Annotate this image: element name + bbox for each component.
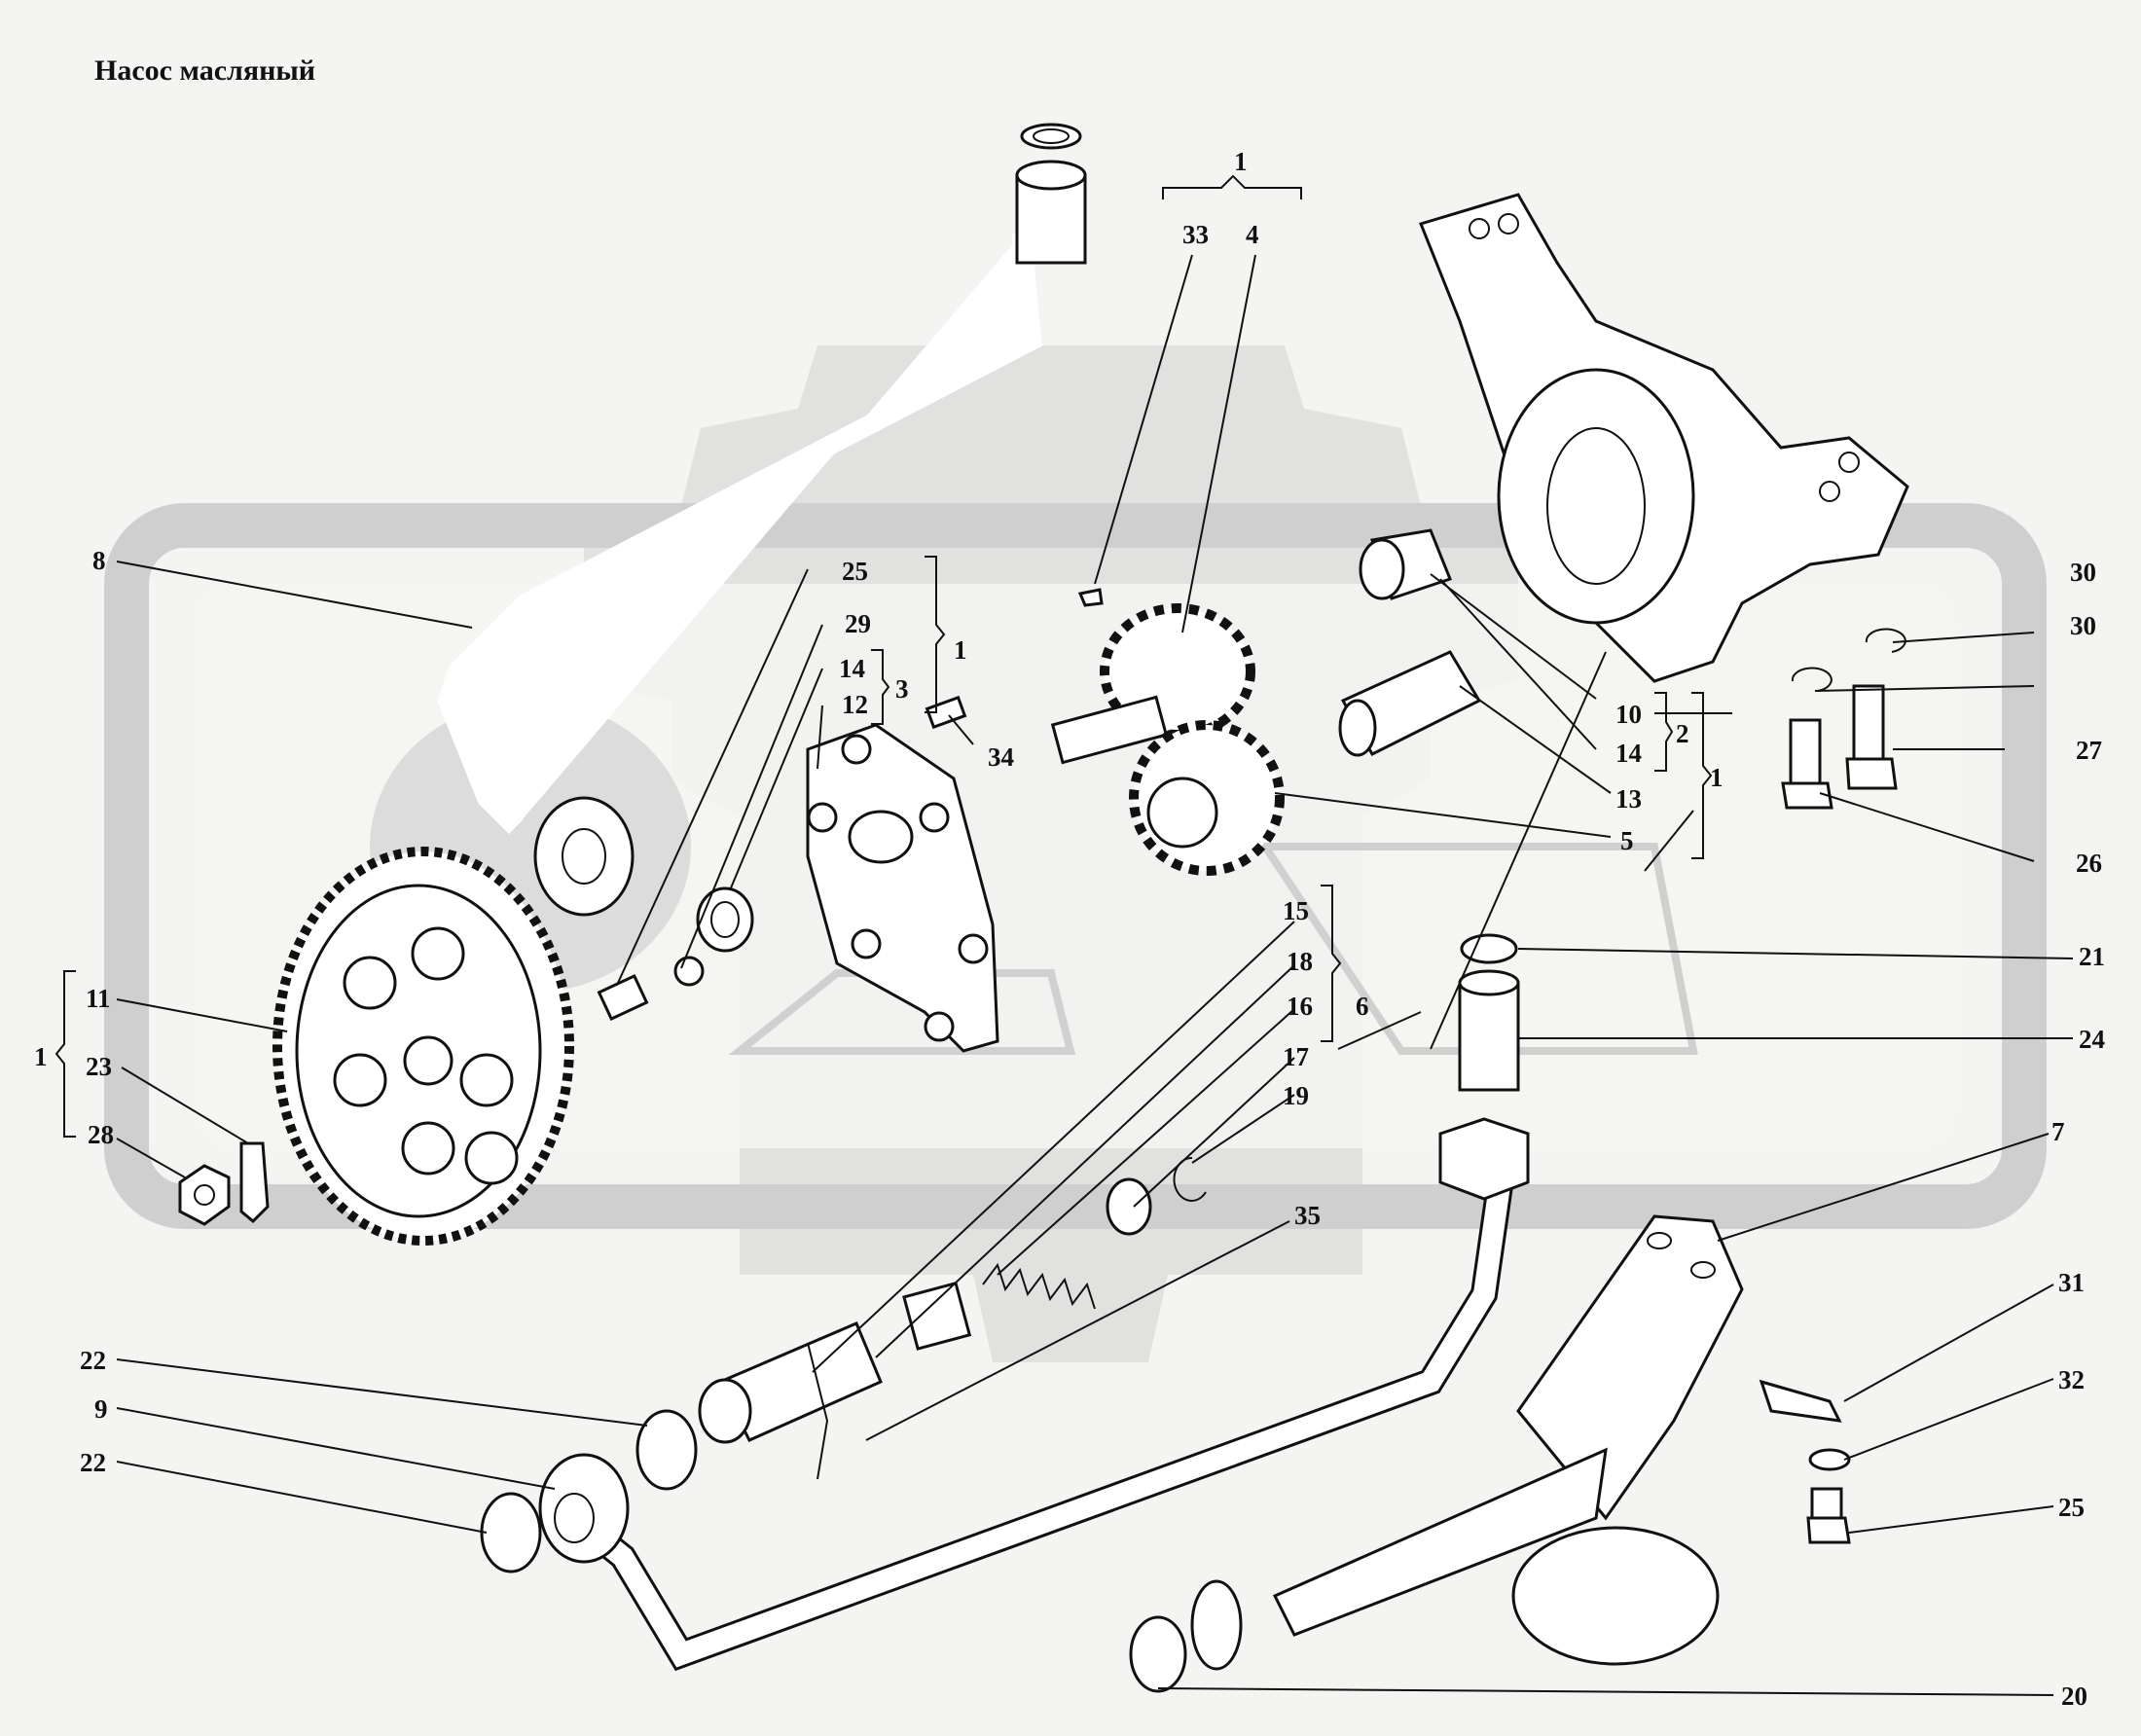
callout-label: 6 [1356, 992, 1369, 1021]
callout-label: 15 [1283, 896, 1309, 925]
cover-small-parts [597, 886, 754, 1022]
callout-label: 5 [1620, 826, 1634, 855]
pump-gears [1050, 603, 1285, 876]
callout-label: 27 [2076, 736, 2102, 765]
callout-label: 12 [842, 690, 868, 719]
callout-label: 25 [2058, 1493, 2085, 1522]
callout-label: 13 [1615, 784, 1642, 814]
leader-lines [116, 254, 2074, 1696]
callout-label: 35 [1294, 1201, 1321, 1230]
callout-label: 2 [1676, 719, 1689, 748]
callout-label: 34 [988, 742, 1014, 772]
callout-label: 22 [80, 1448, 106, 1477]
key [1077, 588, 1104, 607]
callout-label: 24 [2079, 1025, 2105, 1054]
watermark-logo [104, 345, 2047, 1362]
callout-label: 14 [1615, 739, 1642, 768]
page-title: Насос масляный [94, 54, 316, 87]
callout-label: 10 [1615, 700, 1642, 729]
relief-valve-parts [698, 1156, 1207, 1480]
callout-label: 30 [2070, 558, 2096, 587]
callout-label: 23 [86, 1052, 112, 1081]
callout-label: 31 [2058, 1268, 2085, 1297]
callout-label: 1 [1234, 147, 1248, 176]
callout-label: 9 [94, 1394, 108, 1424]
oil-pipe [480, 1117, 1530, 1672]
oil-intake-strainer [1129, 1214, 1744, 1693]
callout-label: 11 [86, 984, 111, 1013]
callout-label: 32 [2058, 1365, 2085, 1394]
callout-label: 7 [2051, 1117, 2065, 1146]
callout-label: 20 [2061, 1682, 2087, 1711]
pin [925, 695, 967, 730]
callout-label: 30 [2070, 611, 2096, 640]
callout-label: 4 [1246, 220, 1259, 249]
callout-label: 14 [839, 654, 865, 683]
callout-label: 25 [842, 557, 868, 586]
callout-label: 17 [1283, 1042, 1309, 1071]
callout-labels: 1 33 4 8 25 29 14 3 1 12 34 30 30 10 14 … [34, 147, 2105, 1711]
callout-label: 29 [845, 609, 871, 638]
pump-body [1418, 193, 1909, 683]
callout-label: 18 [1287, 947, 1313, 976]
callout-label: 8 [92, 546, 106, 575]
bolts-and-rings [1781, 628, 1906, 810]
callout-label: 26 [2076, 849, 2102, 878]
nut-and-lockwasher [178, 1141, 270, 1226]
callout-label: 33 [1182, 220, 1209, 249]
bracket-fasteners [1759, 1379, 1851, 1544]
callout-label: 22 [80, 1346, 106, 1375]
callout-label: 1 [954, 635, 967, 665]
callout-label: 19 [1283, 1081, 1309, 1110]
callout-label: 16 [1287, 992, 1313, 1021]
pressure-pipe [437, 123, 1087, 917]
drive-gear [272, 847, 574, 1246]
callout-label: 21 [2079, 942, 2105, 971]
callout-label: 1 [34, 1042, 48, 1071]
callout-label: 1 [1710, 763, 1724, 792]
union-fitting [1458, 933, 1520, 1092]
callout-label: 28 [88, 1120, 114, 1149]
brackets [54, 174, 1713, 1138]
bushing-and-shaft [1338, 528, 1482, 757]
pump-cover [806, 723, 999, 1053]
callout-label: 3 [895, 674, 909, 704]
